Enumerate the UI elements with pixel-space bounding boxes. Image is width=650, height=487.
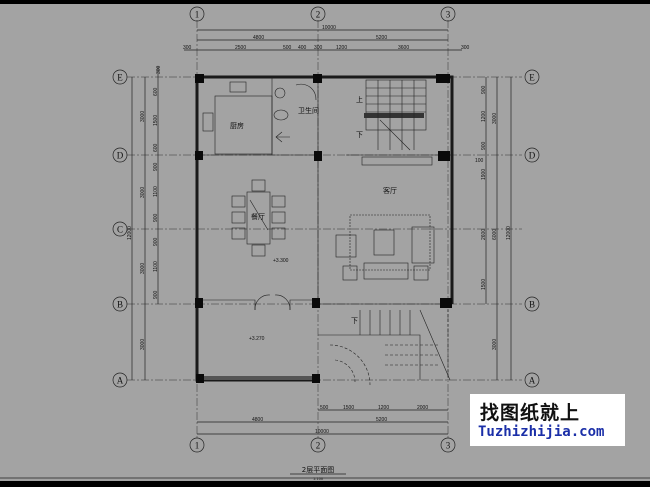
dim-top-seg-1: 4800	[253, 35, 264, 41]
drawing-title: 2层平面图	[302, 466, 334, 474]
dim-top-detail: 3600	[398, 45, 409, 51]
dim-bottom-detail: 1500	[343, 405, 354, 411]
dim-right-detail: 100	[475, 158, 484, 164]
stair-label-down: 下	[356, 131, 363, 139]
arrow-icon	[275, 131, 290, 143]
axis-label-D-right: D	[529, 151, 536, 161]
watermark: 找图纸就上 Tuzhizhijia.com	[470, 394, 625, 446]
dimensions-right: 900 1200 100 900 1900 2600 1500 3000 600…	[475, 77, 512, 380]
dim-left-detail: 600	[153, 143, 159, 152]
dim-right-total: 12000	[506, 226, 512, 240]
dim-right-seg: 3000	[492, 339, 498, 350]
room-label-bathroom: 卫生间	[298, 106, 319, 115]
watermark-en: Tuzhizhijia.com	[478, 424, 605, 440]
dim-right-detail: 1200	[481, 111, 487, 122]
dim-bottom-detail: 2000	[417, 405, 428, 411]
dim-left-detail: 900	[153, 213, 159, 222]
dim-top-detail: 400	[298, 45, 307, 51]
axis-label-E-left: E	[117, 73, 123, 83]
dim-right-detail: 900	[481, 85, 487, 94]
level-mark: +3.300	[273, 258, 289, 264]
stove-icon	[229, 81, 247, 93]
watermark-cn: 找图纸就上	[480, 402, 581, 424]
dim-left-detail: 300	[156, 65, 162, 74]
dim-left-detail: 900	[153, 237, 159, 246]
door-swing	[295, 83, 317, 101]
dim-right-detail: 1500	[481, 279, 487, 290]
axis-label-E-right: E	[529, 73, 535, 83]
axis-label-1-top: 1	[195, 10, 200, 20]
dim-right-detail: 900	[481, 141, 487, 150]
room-labels: 厨房 卫生间 上 下 客厅 餐厅 +3.300 +3.270 下	[230, 95, 397, 342]
dim-right-seg: 6000	[492, 229, 498, 240]
dim-bottom-detail: 1200	[378, 405, 389, 411]
frame-bottom	[0, 481, 650, 487]
room-label-kitchen: 厨房	[230, 121, 244, 130]
dim-top-detail: 300	[314, 45, 323, 51]
drawing-scale: 1:100	[313, 477, 323, 481]
dim-left-seg: 3000	[140, 339, 146, 350]
axis-label-3-bottom: 3	[446, 441, 451, 451]
walls	[195, 74, 454, 383]
staircase-top	[361, 79, 433, 166]
dim-bottom-total: 10000	[315, 429, 329, 435]
axis-bubbles: 1 2 3 1 2 3 E D C B A E D B A	[112, 6, 540, 453]
dim-bottom-detail: 500	[320, 405, 329, 411]
dim-left-seg: 3000	[140, 111, 146, 122]
level-mark: +3.270	[249, 336, 265, 342]
axis-label-B-left: B	[117, 300, 123, 310]
dim-right-seg: 3000	[492, 113, 498, 124]
axis-label-D-left: D	[117, 151, 124, 161]
room-label-dining-room: 餐厅	[251, 212, 265, 221]
grid-lines	[127, 20, 522, 440]
room-label-living-room: 客厅	[383, 186, 397, 195]
dim-top-detail: 1200	[336, 45, 347, 51]
dim-top-detail: 500	[283, 45, 292, 51]
dimensions-left: 12000 3000 3000 3000 3000 300 600 1500 6…	[127, 65, 162, 380]
axis-label-3-top: 3	[446, 10, 451, 20]
staircase-bottom	[254, 294, 451, 386]
axis-label-A-right: A	[529, 376, 536, 386]
dim-bottom-seg-1: 4800	[252, 417, 263, 423]
stair-label-up: 上	[356, 95, 363, 104]
dim-top-detail: 300	[183, 45, 192, 51]
axis-label-2-bottom: 2	[316, 441, 321, 451]
sink-icon	[202, 112, 214, 132]
dim-top-seg-2: 5200	[376, 35, 387, 41]
frame-top	[0, 0, 650, 4]
dim-left-total: 12000	[127, 226, 133, 240]
dim-top-detail: 2500	[235, 45, 246, 51]
dim-right-detail: 2600	[481, 229, 487, 240]
dim-left-detail: 900	[153, 162, 159, 171]
fixtures	[202, 79, 451, 386]
dim-left-detail: 600	[153, 87, 159, 96]
dim-left-seg: 3000	[140, 187, 146, 198]
washbasin-icon	[274, 87, 286, 99]
axis-label-B-right: B	[529, 300, 535, 310]
dim-left-detail: 900	[153, 290, 159, 299]
dining-table	[231, 179, 286, 257]
axis-label-A-left: A	[117, 376, 124, 386]
dimensions-bottom: 500 1500 1200 2000 4800 5200 10000	[197, 405, 448, 435]
dimensions-top: 10000 4800 5200 300 2500 500 400 300 120…	[183, 25, 470, 51]
axis-label-C-left: C	[117, 225, 123, 235]
axis-label-1-bottom: 1	[195, 441, 200, 451]
sofa-set	[335, 214, 435, 281]
dim-top-detail: 300	[461, 45, 470, 51]
stair-label-down-2: 下	[351, 317, 358, 325]
dim-left-detail: 1100	[153, 186, 159, 197]
dim-left-seg: 3000	[140, 263, 146, 274]
axis-label-2-top: 2	[316, 10, 321, 20]
dim-left-detail: 1100	[153, 261, 159, 272]
dim-top-total: 10000	[322, 25, 336, 31]
toilet-icon	[273, 109, 289, 121]
dim-left-detail: 1500	[153, 115, 159, 126]
dim-bottom-seg-2: 5200	[376, 417, 387, 423]
dim-right-detail: 1900	[481, 169, 487, 180]
